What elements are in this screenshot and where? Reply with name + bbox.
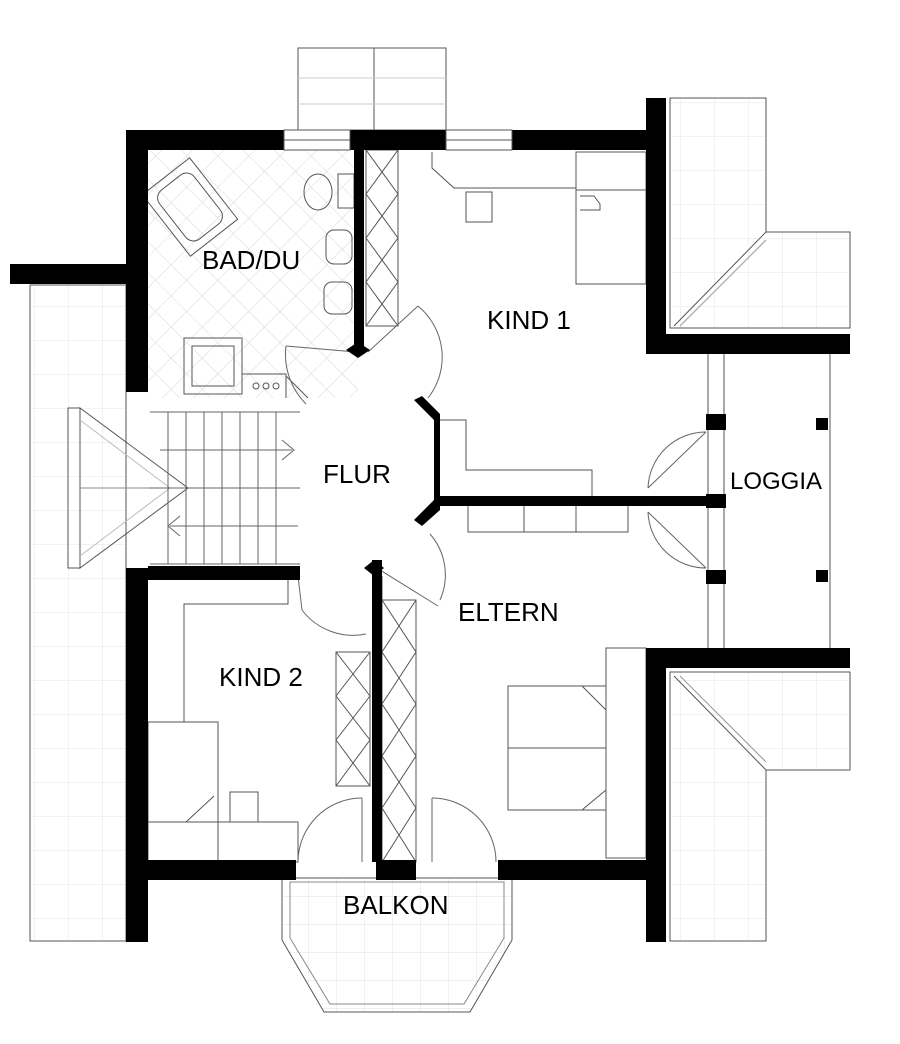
room-label-kind2: KIND 2 — [219, 662, 303, 692]
room-label-eltern: ELTERN — [458, 597, 559, 627]
right-lower-roof — [669, 671, 851, 942]
windows — [283, 129, 513, 151]
room-label-balkon: BALKON — [343, 890, 449, 920]
top-window-boxes — [297, 47, 447, 131]
washbasin — [323, 281, 353, 315]
room-label-bad: BAD/DU — [202, 245, 300, 275]
walls — [10, 98, 850, 942]
eltern-furniture — [467, 503, 647, 859]
door-swings — [285, 305, 707, 863]
kind2-furniture — [147, 580, 299, 863]
left-roof-strip — [29, 284, 127, 942]
wardrobe-kind1 — [365, 149, 399, 327]
loggia-area — [707, 352, 831, 648]
kitchenette — [183, 337, 309, 399]
wardrobe-eltern — [381, 576, 417, 863]
bidet — [325, 229, 353, 265]
room-label-kind1: KIND 1 — [487, 305, 571, 335]
bathtub — [141, 157, 239, 257]
room-label-loggia: LOGGIA — [730, 468, 822, 495]
bathroom-tiles — [148, 150, 358, 398]
staircase — [150, 411, 300, 565]
right-upper-roof — [669, 97, 851, 329]
room-label-flur: FLUR — [323, 459, 391, 489]
wardrobe-kind2 — [335, 651, 371, 787]
